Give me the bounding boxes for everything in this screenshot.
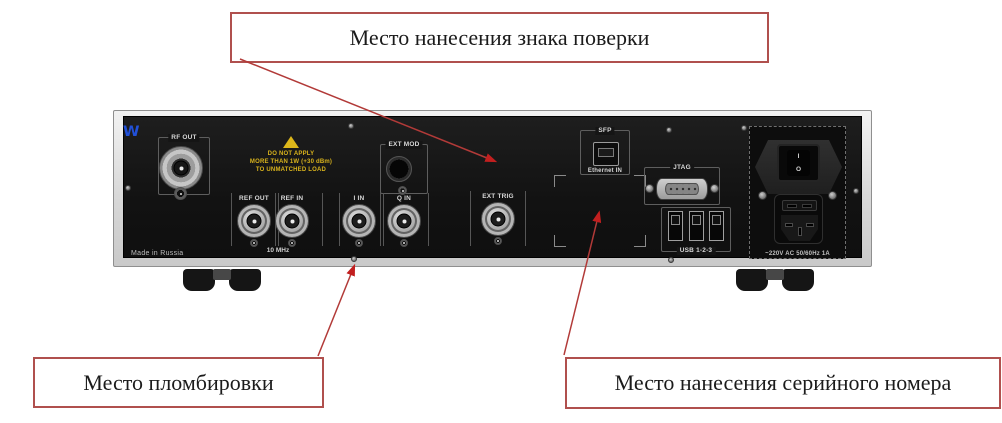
jtag-screw	[645, 184, 654, 193]
usb-group: USB 1-2-3	[661, 207, 731, 255]
usb-label: USB 1-2-3	[676, 247, 716, 255]
warning-line-2: MORE THAN 1W (+30 dBm)	[249, 159, 333, 165]
switch-on-mark: I	[797, 153, 800, 160]
ref-out-jack	[250, 239, 258, 247]
q-in-label: Q IN	[396, 195, 412, 202]
screw-icon	[666, 127, 672, 133]
warning-triangle-icon	[283, 136, 299, 148]
made-in-label: Made in Russia	[131, 250, 184, 257]
corner-mark	[554, 235, 566, 247]
rf-out-label: RF OUT	[168, 134, 200, 142]
sfp-group: SFP	[580, 127, 630, 175]
arrow-sealing	[317, 263, 356, 357]
screw-icon	[351, 256, 357, 262]
screw-icon	[853, 188, 859, 194]
switch-off-mark: O	[795, 166, 802, 173]
callout-sealing: Место пломбировки	[33, 357, 324, 408]
screw-icon	[741, 125, 747, 131]
callout-sealing-text: Место пломбировки	[83, 369, 274, 395]
rf-out-connector-pin	[179, 166, 183, 170]
i-in-label: I IN	[353, 195, 365, 202]
sfp-port	[593, 142, 619, 166]
callout-serial-number-text: Место нанесения серийного номера	[614, 370, 952, 395]
q-in-bracket	[383, 193, 429, 246]
fuse-drawer	[782, 200, 817, 211]
ext-mod-jack	[386, 156, 412, 182]
serial-number-area	[554, 175, 646, 247]
warning-block: DO NOT APPLY MORE THAN 1W (+30 dBm) TO U…	[232, 136, 350, 174]
ethernet-in-label: Ethernet IN	[587, 168, 623, 174]
i-in-connector	[342, 204, 376, 238]
ref-out-label: REF OUT	[239, 195, 269, 202]
power-switch-rocker: I O	[787, 150, 810, 176]
corner-mark	[554, 175, 566, 187]
power-screw	[758, 191, 767, 200]
ref-in-connector	[275, 204, 309, 238]
q-in-connector	[387, 204, 421, 238]
device-rear-panel: W RF OUT DO NOT APPLY MORE THAN 1W (+30 …	[113, 110, 872, 291]
q-in-jack	[400, 239, 408, 247]
usb-port-2	[689, 211, 704, 241]
warning-line-3: TO UNMATCHED LOAD	[255, 167, 327, 173]
usb-port-3	[709, 211, 724, 241]
ext-mod-monitor-jack	[398, 186, 407, 195]
manufacturer-logo: W	[123, 122, 140, 140]
usb-port-1	[668, 211, 683, 241]
device-foot-right	[736, 267, 814, 291]
rf-out-monitor-jack	[174, 187, 187, 200]
power-rating-label: ~220V AC 50/60Hz 1A	[765, 251, 830, 257]
corner-mark	[634, 235, 646, 247]
ref-in-label: REF IN	[280, 195, 304, 202]
rf-out-connector	[159, 146, 203, 190]
callout-serial-number: Место нанесения серийного номера	[565, 357, 1001, 409]
power-module: I O ~220V AC 50/60Hz 1A	[749, 126, 846, 259]
ext-trig-bracket	[470, 191, 526, 246]
ext-trig-jack	[494, 237, 502, 245]
power-switch: I O	[777, 144, 820, 182]
rf-out-connector-hole	[173, 160, 189, 176]
power-screw	[828, 191, 837, 200]
sfp-label: SFP	[595, 127, 615, 135]
jtag-connector	[656, 178, 708, 200]
ten-mhz-label: 10 MHz	[266, 247, 290, 254]
jtag-label: JTAG	[670, 164, 694, 172]
callout-verification-mark: Место нанесения знака поверки	[230, 12, 769, 63]
callout-verification-mark-text: Место нанесения знака поверки	[349, 24, 650, 50]
screw-icon	[125, 185, 131, 191]
ext-trig-label: EXT TRIG	[482, 193, 514, 200]
screw-icon	[348, 123, 354, 129]
corner-mark	[634, 175, 646, 187]
jtag-screw	[710, 184, 719, 193]
jtag-connector-pins	[665, 183, 699, 195]
i-in-jack	[355, 239, 363, 247]
c14-socket	[781, 215, 818, 241]
jtag-group: JTAG	[644, 164, 720, 205]
ext-trig-connector	[481, 202, 515, 236]
ref-in-jack	[288, 239, 296, 247]
screw-icon	[668, 257, 674, 263]
iec-inlet	[774, 194, 823, 244]
i-in-bracket	[339, 193, 381, 246]
device-foot-left	[183, 267, 261, 291]
ext-mod-label: EXT MOD	[385, 141, 423, 149]
warning-line-1: DO NOT APPLY	[267, 151, 315, 157]
ref-out-connector	[237, 204, 271, 238]
